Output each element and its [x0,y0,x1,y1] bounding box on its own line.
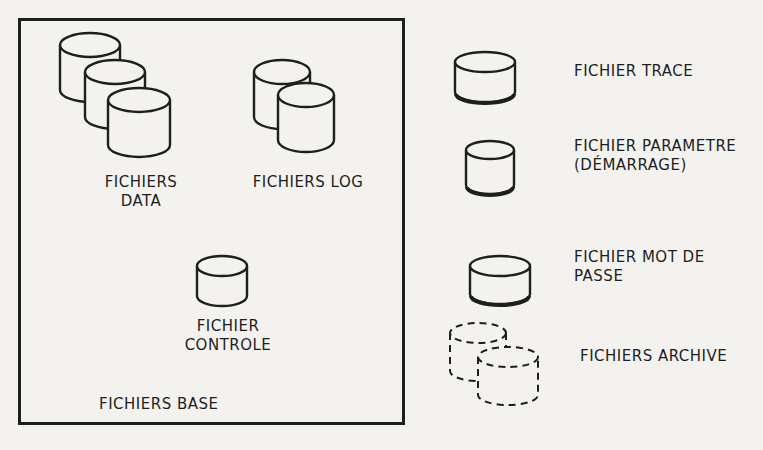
file-label: FICHIERS DATA [89,173,193,211]
file-label: FICHIERS LOG [249,173,367,192]
file-label: FICHIER PARAMETRE (DÉMARRAGE) [574,137,749,175]
archive-cylinders [450,323,538,405]
file-group-label: FICHIER PARAMETRE (DÉMARRAGE) [574,135,749,177]
file-label: FICHIER CONTROLE [168,317,288,355]
log-cylinders [254,60,334,152]
file-group-label: FICHIER CONTROLE [168,315,288,357]
file-group-label: FICHIER TRACE [574,60,724,83]
control-cylinder [197,256,247,306]
file-label: FICHIERS ARCHIVE [580,347,730,366]
file-group-label: FICHIERS DATA [89,171,193,213]
base-frame: FICHIERS BASE FICHIERS DATA FICHIERS LOG FI… [18,18,405,425]
file-label: FICHIER TRACE [574,62,724,81]
file-label: FICHIER MOT DE PASSE [574,248,749,286]
password-cylinder [470,256,530,305]
trace-cylinder [455,52,515,103]
file-group-label: FICHIERS ARCHIVE [580,345,730,368]
data-cylinders [60,33,170,157]
parameter-cylinder [466,141,514,195]
file-group-label: FICHIERS LOG [249,171,367,194]
file-group-label: FICHIER MOT DE PASSE [574,246,749,288]
frame-title: FICHIERS BASE [99,395,218,414]
